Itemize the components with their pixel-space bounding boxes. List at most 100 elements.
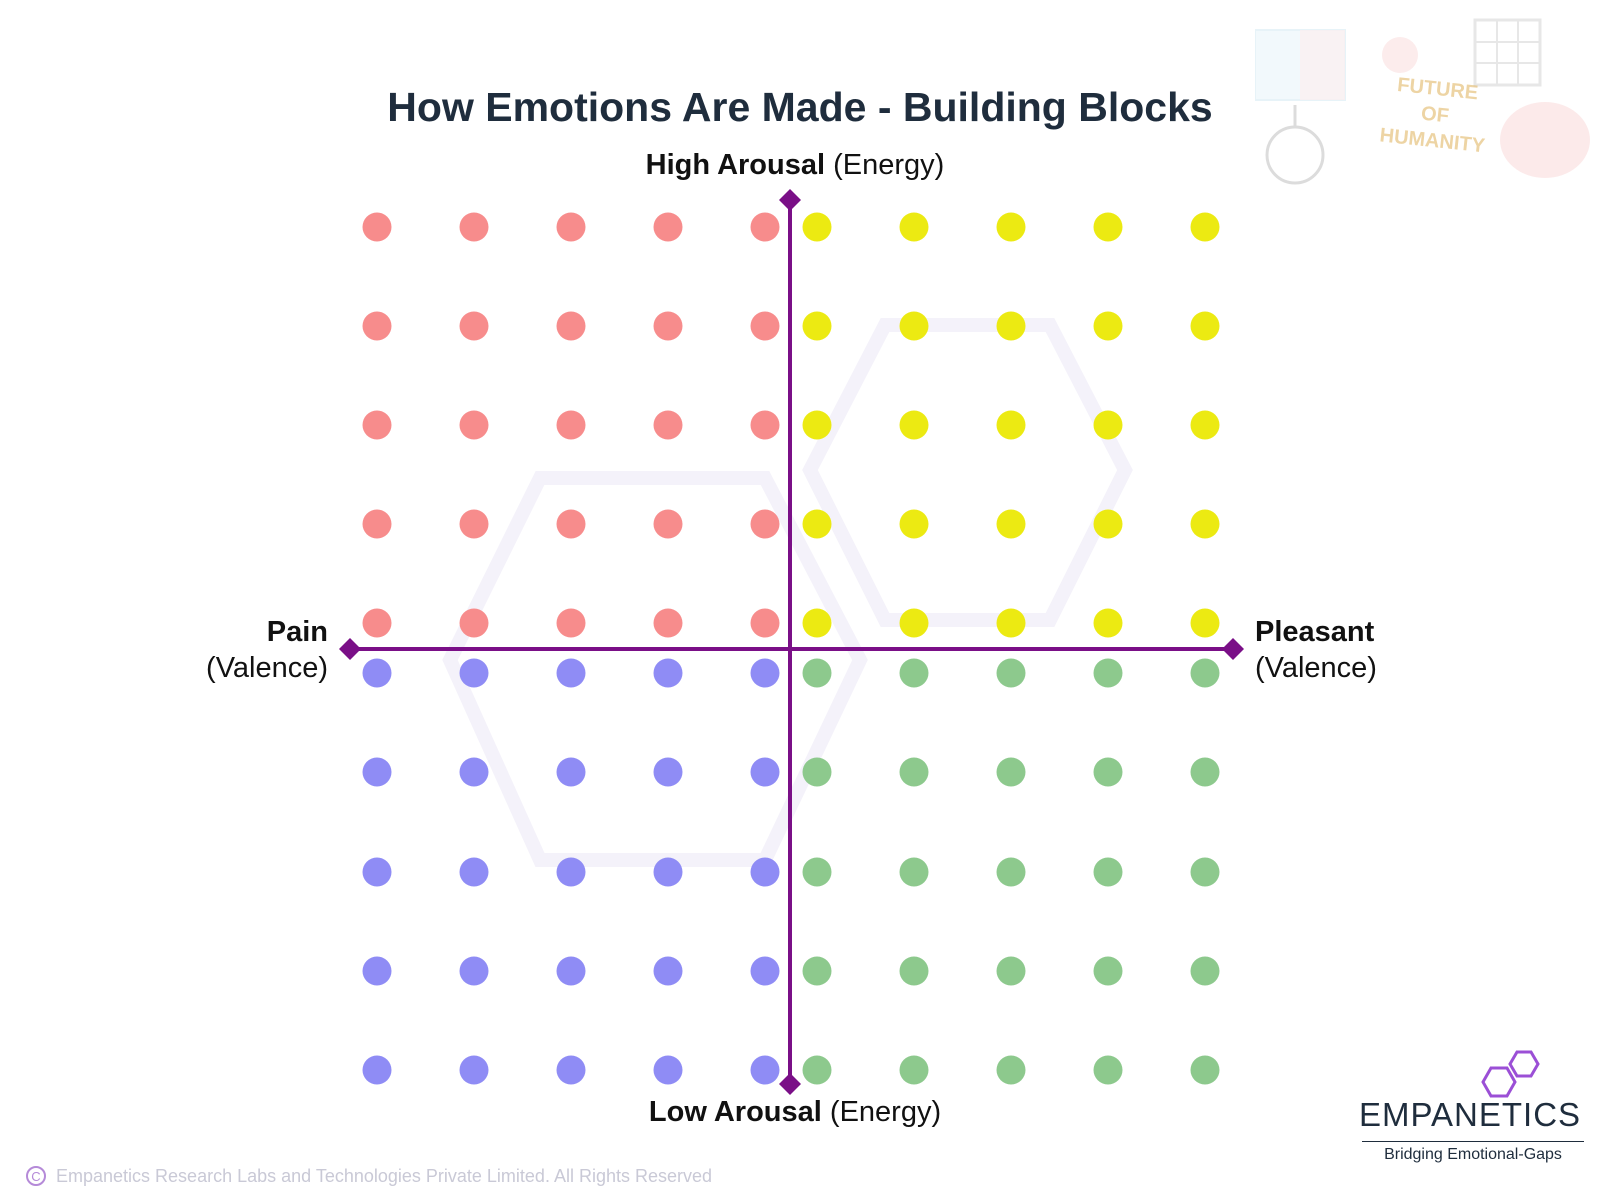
dot-low-arousal-pain [459, 757, 489, 787]
dot-low-arousal-pain [556, 956, 586, 986]
dot-low-arousal-pain [556, 857, 586, 887]
dot-high-arousal-pain [556, 410, 586, 440]
dot-low-arousal-pain [459, 857, 489, 887]
dot-low-arousal-pain [362, 1055, 392, 1085]
dot-grid [362, 212, 1220, 1085]
logo-tagline: Bridging Emotional-Gaps [1384, 1146, 1562, 1163]
dot-high-arousal-pleasant [899, 509, 929, 539]
dot-low-arousal-pleasant [802, 1055, 832, 1085]
dot-low-arousal-pain [750, 658, 780, 688]
dot-low-arousal-pleasant [1093, 956, 1123, 986]
dot-low-arousal-pain [362, 857, 392, 887]
dot-low-arousal-pain [653, 956, 683, 986]
low-arousal-text: Low Arousal [648, 1096, 822, 1128]
pleasant-label: Pleasant (Valence) [1255, 614, 1455, 686]
dot-low-arousal-pleasant [899, 1055, 929, 1085]
energy-text: (Energy) [833, 149, 945, 181]
dot-high-arousal-pain [362, 509, 392, 539]
dot-low-arousal-pain [362, 956, 392, 986]
empanetics-logo-icon [1481, 1050, 1540, 1098]
copyright-icon: C [26, 1166, 46, 1186]
dot-low-arousal-pleasant [899, 857, 929, 887]
dot-high-arousal-pain [459, 509, 489, 539]
page-title: How Emotions Are Made - Building Blocks [387, 84, 1213, 130]
pain-label: Pain (Valence) [160, 614, 328, 686]
valence-text: (Valence) [206, 652, 328, 684]
dot-low-arousal-pleasant [996, 658, 1026, 688]
valence-text: (Valence) [1255, 652, 1377, 684]
dot-high-arousal-pain [653, 509, 683, 539]
dot-low-arousal-pleasant [1093, 757, 1123, 787]
high-arousal-text: High Arousal [645, 149, 826, 181]
dot-low-arousal-pleasant [802, 658, 832, 688]
dot-low-arousal-pain [653, 1055, 683, 1085]
dot-low-arousal-pain [362, 757, 392, 787]
dot-high-arousal-pain [556, 212, 586, 242]
dot-low-arousal-pain [556, 1055, 586, 1085]
dot-high-arousal-pain [750, 509, 780, 539]
dot-high-arousal-pleasant [899, 410, 929, 440]
dot-high-arousal-pain [362, 410, 392, 440]
low-arousal-label: Low Arousal (Energy) [585, 1094, 1005, 1130]
dot-high-arousal-pleasant [1190, 608, 1220, 638]
axes [339, 189, 1244, 1095]
dot-high-arousal-pain [750, 608, 780, 638]
high-arousal-axis-marker [779, 189, 801, 211]
dot-low-arousal-pleasant [899, 956, 929, 986]
dot-low-arousal-pleasant [1190, 658, 1220, 688]
dot-high-arousal-pleasant [899, 212, 929, 242]
low-arousal-axis-marker [779, 1073, 801, 1095]
background-hexagon [802, 318, 1133, 627]
dot-low-arousal-pleasant [996, 956, 1026, 986]
dot-high-arousal-pain [459, 608, 489, 638]
dot-high-arousal-pain [750, 311, 780, 341]
dot-high-arousal-pleasant [1093, 410, 1123, 440]
dot-low-arousal-pain [750, 857, 780, 887]
dot-high-arousal-pain [653, 410, 683, 440]
dot-low-arousal-pain [653, 857, 683, 887]
dot-low-arousal-pleasant [1190, 857, 1220, 887]
dot-high-arousal-pain [653, 608, 683, 638]
dot-high-arousal-pleasant [802, 509, 832, 539]
energy-text: (Energy) [829, 1096, 942, 1128]
dot-low-arousal-pain [459, 658, 489, 688]
dot-low-arousal-pleasant [1190, 1055, 1220, 1085]
future-of-humanity-watermark [1255, 18, 1590, 185]
dot-high-arousal-pleasant [996, 212, 1026, 242]
dot-high-arousal-pleasant [899, 608, 929, 638]
dot-high-arousal-pain [362, 212, 392, 242]
dot-high-arousal-pain [362, 608, 392, 638]
dot-low-arousal-pleasant [1093, 1055, 1123, 1085]
high-arousal-label: High Arousal (Energy) [585, 147, 1005, 183]
dot-low-arousal-pleasant [802, 956, 832, 986]
dot-low-arousal-pleasant [996, 1055, 1026, 1085]
dot-high-arousal-pain [459, 410, 489, 440]
dot-low-arousal-pain [750, 1055, 780, 1085]
dot-low-arousal-pain [653, 658, 683, 688]
dot-high-arousal-pleasant [1093, 509, 1123, 539]
dot-low-arousal-pleasant [802, 757, 832, 787]
dot-high-arousal-pain [459, 212, 489, 242]
dot-low-arousal-pain [653, 757, 683, 787]
dot-high-arousal-pleasant [802, 311, 832, 341]
dot-low-arousal-pleasant [1093, 658, 1123, 688]
dot-high-arousal-pain [556, 608, 586, 638]
dot-low-arousal-pleasant [899, 658, 929, 688]
dot-high-arousal-pain [750, 212, 780, 242]
dot-low-arousal-pleasant [899, 757, 929, 787]
dot-high-arousal-pleasant [1190, 212, 1220, 242]
dot-high-arousal-pain [556, 509, 586, 539]
dot-high-arousal-pleasant [802, 608, 832, 638]
dot-high-arousal-pleasant [1093, 212, 1123, 242]
dot-high-arousal-pleasant [996, 509, 1026, 539]
logo-name: EMPANETICS [1358, 1096, 1582, 1133]
dot-low-arousal-pain [459, 956, 489, 986]
dot-low-arousal-pleasant [996, 857, 1026, 887]
dot-high-arousal-pleasant [802, 410, 832, 440]
dot-low-arousal-pleasant [996, 757, 1026, 787]
pleasant-axis-marker [1222, 638, 1244, 660]
copyright-notice: C Empanetics Research Labs and Technolog… [26, 1165, 712, 1187]
dot-low-arousal-pain [750, 757, 780, 787]
